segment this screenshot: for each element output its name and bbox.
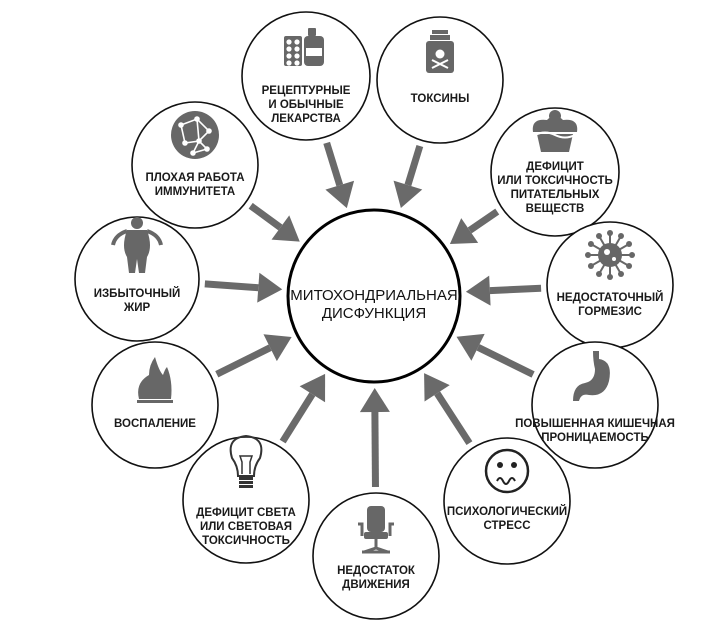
factor-circle: [531, 341, 659, 469]
factor-label-line: ВОСПАЛЕНИЕ: [114, 418, 196, 430]
factor-label-line: НЕДОСТАТОЧНЫЙ: [557, 291, 664, 304]
arrow-movement: [359, 387, 390, 488]
factor-label-line: ЖИР: [123, 302, 151, 314]
factor-circle: [376, 16, 504, 144]
factor-node-inflammation: ВОСПАЛЕНИЕ: [91, 341, 219, 469]
stomach-icon: [573, 351, 610, 401]
arrow-medications: [323, 141, 355, 209]
factor-label-line: СТРЕСС: [484, 520, 531, 532]
factor-circle: [443, 437, 571, 565]
factor-node-nutrients: ДЕФИЦИТ ИЛИ ТОКСИЧНОСТЬ ПИТАТЕЛЬНЫХ ВЕЩЕСТВ: [490, 107, 620, 237]
factor-label-line: ИЛИ ТОКСИЧНОСТЬ: [497, 175, 613, 187]
arrow-hormesis: [465, 275, 542, 306]
factor-circle: [131, 101, 259, 229]
cupcake-icon: [532, 110, 578, 152]
factor-label-line: ЛЕКАРСТВА: [271, 113, 341, 125]
arrow-light: [279, 373, 326, 444]
network-globe-icon: [171, 111, 219, 159]
overweight-person-icon: [111, 217, 163, 273]
factor-node-light: ДЕФИЦИТ СВЕТА ИЛИ СВЕТОВАЯ ТОКСИЧНОСТЬ: [182, 434, 310, 564]
factor-label-line: ВЕЩЕСТВ: [526, 203, 585, 215]
factor-label-line: ИЗБЫТОЧНЫЙ: [94, 287, 181, 300]
factor-label-line: ПСИХОЛОГИЧЕСКИЙ: [447, 505, 567, 518]
arrow-immunity: [248, 202, 300, 242]
factor-label-line: ТОКСИЧНОСТЬ: [202, 535, 290, 547]
arrow-fat: [204, 272, 283, 303]
arrow-toxins: [393, 144, 424, 209]
center-title-line: МИТОХОНДРИАЛЬНАЯ: [290, 287, 457, 304]
factor-node-medications: РЕЦЕПТУРНЫЕ И ОБЫЧНЫЕ ЛЕКАРСТВА: [241, 11, 371, 141]
virus-icon: [585, 230, 635, 280]
factor-label-line: ИЛИ СВЕТОВАЯ: [200, 521, 292, 533]
arrow-stress: [424, 373, 473, 446]
office-chair-icon: [358, 506, 394, 554]
factor-label-line: ДЕФИЦИТ СВЕТА: [196, 507, 296, 519]
factor-label-line: РЕЦЕПТУРНЫЕ: [262, 85, 351, 97]
factor-circle: [490, 107, 620, 237]
factor-circle: [241, 11, 371, 141]
factor-node-gut: ПОВЫШЕННАЯ КИШЕЧНАЯ ПРОНИЦАЕМОСТЬ: [515, 341, 675, 469]
factor-label-line: И ОБЫЧНЫЕ: [268, 99, 344, 111]
factor-node-hormesis: НЕДОСТАТОЧНЫЙ ГОРМЕЗИС: [546, 221, 674, 349]
flame-icon: [137, 357, 173, 403]
factor-label-line: ГОРМЕЗИС: [578, 306, 642, 318]
factor-label-line: ДЕФИЦИТ: [526, 161, 584, 173]
arrow-nutrients: [449, 208, 500, 245]
factor-label-line: ИММУНИТЕТА: [155, 186, 235, 198]
factor-node-movement: НЕДОСТАТОК ДВИЖЕНИЯ: [312, 492, 440, 620]
factor-label-line: ТОКСИНЫ: [411, 93, 470, 105]
arrows: [204, 141, 542, 488]
light-bulb-icon: [229, 434, 263, 488]
worried-face-icon: [484, 448, 530, 494]
factor-label-line: ПИТАТЕЛЬНЫХ: [511, 189, 600, 201]
factor-node-stress: ПСИХОЛОГИЧЕСКИЙ СТРЕСС: [443, 437, 571, 565]
factor-label-line: ПРОНИЦАЕМОСТЬ: [541, 432, 649, 444]
poison-jar-icon: [426, 30, 454, 73]
pills-bottle-icon: [284, 28, 324, 66]
arrow-gut: [456, 333, 535, 378]
factor-node-immunity: ПЛОХАЯ РАБОТА ИММУНИТЕТА: [131, 101, 259, 229]
factor-label-line: ПОВЫШЕННАЯ КИШЕЧНАЯ: [515, 418, 675, 430]
factor-node-fat: ИЗБЫТОЧНЫЙ ЖИР: [74, 216, 200, 342]
factor-circle: [312, 492, 440, 620]
factor-label-line: ПЛОХАЯ РАБОТА: [145, 172, 244, 184]
factor-label-line: НЕДОСТАТОК: [337, 565, 416, 577]
factor-node-toxins: ТОКСИНЫ: [376, 16, 504, 144]
factor-circle: [91, 341, 219, 469]
center-title-line: ДИСФУНКЦИЯ: [322, 305, 426, 322]
factor-label-line: ДВИЖЕНИЯ: [342, 579, 410, 591]
arrow-inflammation: [215, 334, 292, 378]
